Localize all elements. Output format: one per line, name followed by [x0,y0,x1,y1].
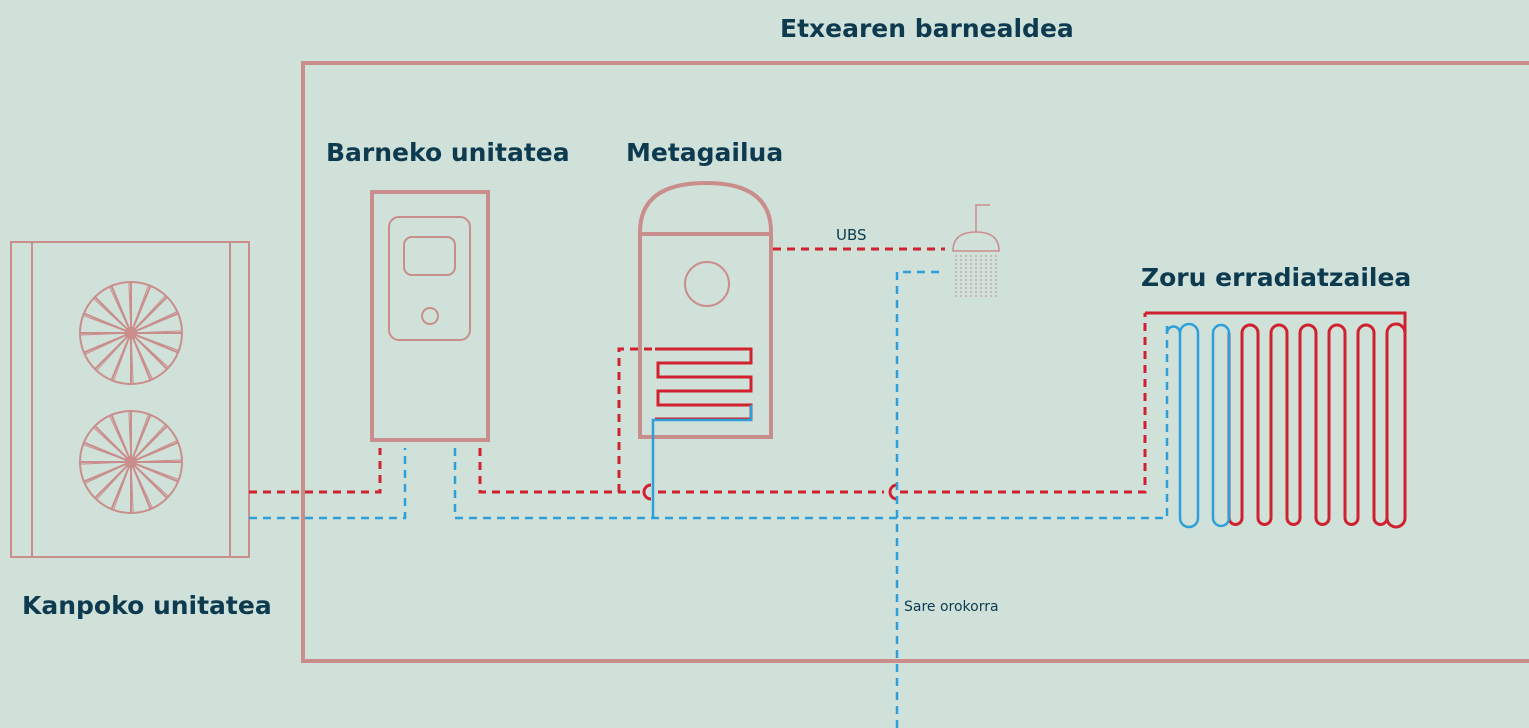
floor-loops-hot [1227,322,1407,529]
shower-icon [952,204,1000,298]
dhw-label: UBS [836,226,867,244]
indoor-unit-label: Barneko unitatea [326,138,570,167]
indoor-unit [370,190,490,442]
cold-pipes [249,270,1231,728]
outdoor-unit-label: Kanpoko unitatea [22,591,272,620]
crossover-hot [888,483,898,501]
floor-loops-cold [1165,322,1231,529]
house-interior-label: Etxearen barnealdea [780,14,1074,43]
outdoor-unit [10,241,250,558]
storage-tank [638,180,773,439]
hot-pipes [249,247,1407,529]
mains-label: Sare orokorra [904,599,999,615]
underfloor-label: Zoru erradiatzailea [1141,263,1412,292]
fan-icon [79,281,183,385]
crossover-hot [642,483,652,501]
tank-label: Metagailua [626,138,784,167]
fan-icon [79,410,183,514]
house-boundary [301,61,1529,663]
